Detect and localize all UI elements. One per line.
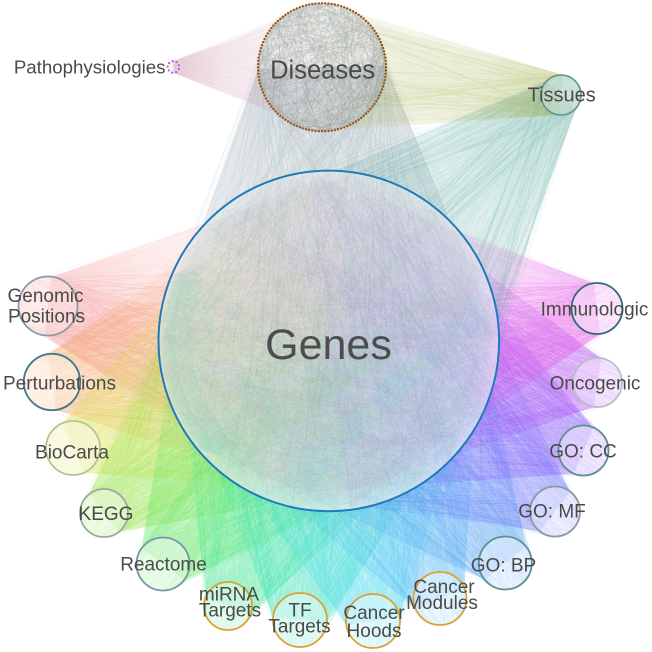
svg-text:Cancer: Cancer: [413, 577, 475, 598]
svg-text:Pathophysiologies: Pathophysiologies: [14, 57, 166, 78]
svg-text:GO: BP: GO: BP: [471, 556, 536, 577]
svg-text:Genomic: Genomic: [7, 286, 83, 307]
svg-text:Targets: Targets: [268, 617, 330, 638]
svg-text:Positions: Positions: [8, 307, 85, 328]
svg-text:Genes: Genes: [265, 321, 392, 369]
svg-text:KEGG: KEGG: [79, 504, 134, 525]
svg-text:GO: MF: GO: MF: [518, 502, 586, 523]
svg-text:Diseases: Diseases: [270, 56, 375, 84]
svg-text:Perturbations: Perturbations: [3, 374, 116, 395]
svg-text:Hoods: Hoods: [347, 621, 402, 642]
svg-text:Tissues: Tissues: [528, 84, 596, 106]
svg-text:Modules: Modules: [406, 593, 478, 614]
svg-text:Targets: Targets: [199, 601, 261, 622]
svg-text:miRNA: miRNA: [199, 585, 259, 606]
svg-text:GO: CC: GO: CC: [549, 442, 617, 463]
svg-text:Oncogenic: Oncogenic: [550, 374, 641, 395]
svg-text:Immunologic: Immunologic: [541, 300, 649, 321]
svg-text:TF: TF: [288, 601, 311, 622]
svg-text:Cancer: Cancer: [343, 603, 405, 624]
svg-text:Reactome: Reactome: [120, 555, 207, 576]
svg-text:BioCarta: BioCarta: [35, 443, 109, 464]
